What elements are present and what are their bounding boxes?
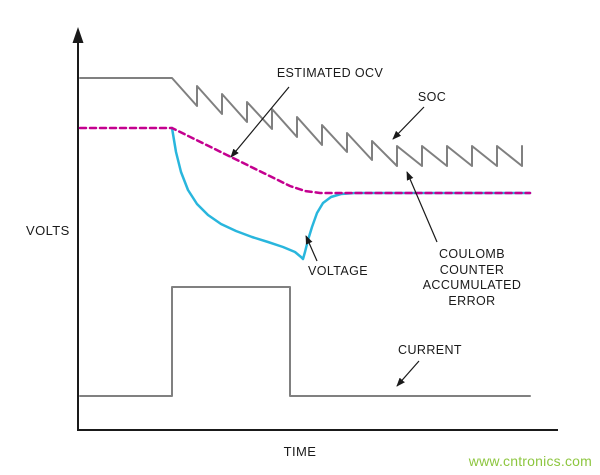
current-line [79, 286, 531, 397]
watermark-text: www.cntronics.com [468, 453, 592, 469]
current-label: CURRENT [398, 343, 462, 357]
soc-arrow-icon [392, 106, 425, 140]
voltage-arrow-icon [305, 235, 318, 262]
voltage-line [170, 126, 532, 261]
coulomb-error-arrow-icon [406, 171, 438, 243]
series-layer [78, 77, 532, 397]
y-axis-arrow-icon [72, 27, 84, 43]
current-arrow-icon [396, 360, 420, 387]
estimated-ocv-line [78, 126, 532, 195]
estimated-ocv-label: ESTIMATED OCV [276, 66, 384, 80]
estimated-ocv-arrow-icon [230, 86, 290, 158]
axes [72, 27, 558, 431]
y-axis-label: VOLTS [26, 223, 70, 238]
soc-label: SOC [417, 90, 447, 104]
voltage-label: VOLTAGE [308, 264, 368, 278]
x-axis-label: TIME [283, 444, 317, 459]
soc-line [79, 77, 523, 167]
coulomb-error-label: COULOMB COUNTER ACCUMULATED ERROR [422, 247, 522, 308]
annotation-arrow-layer [230, 86, 438, 387]
